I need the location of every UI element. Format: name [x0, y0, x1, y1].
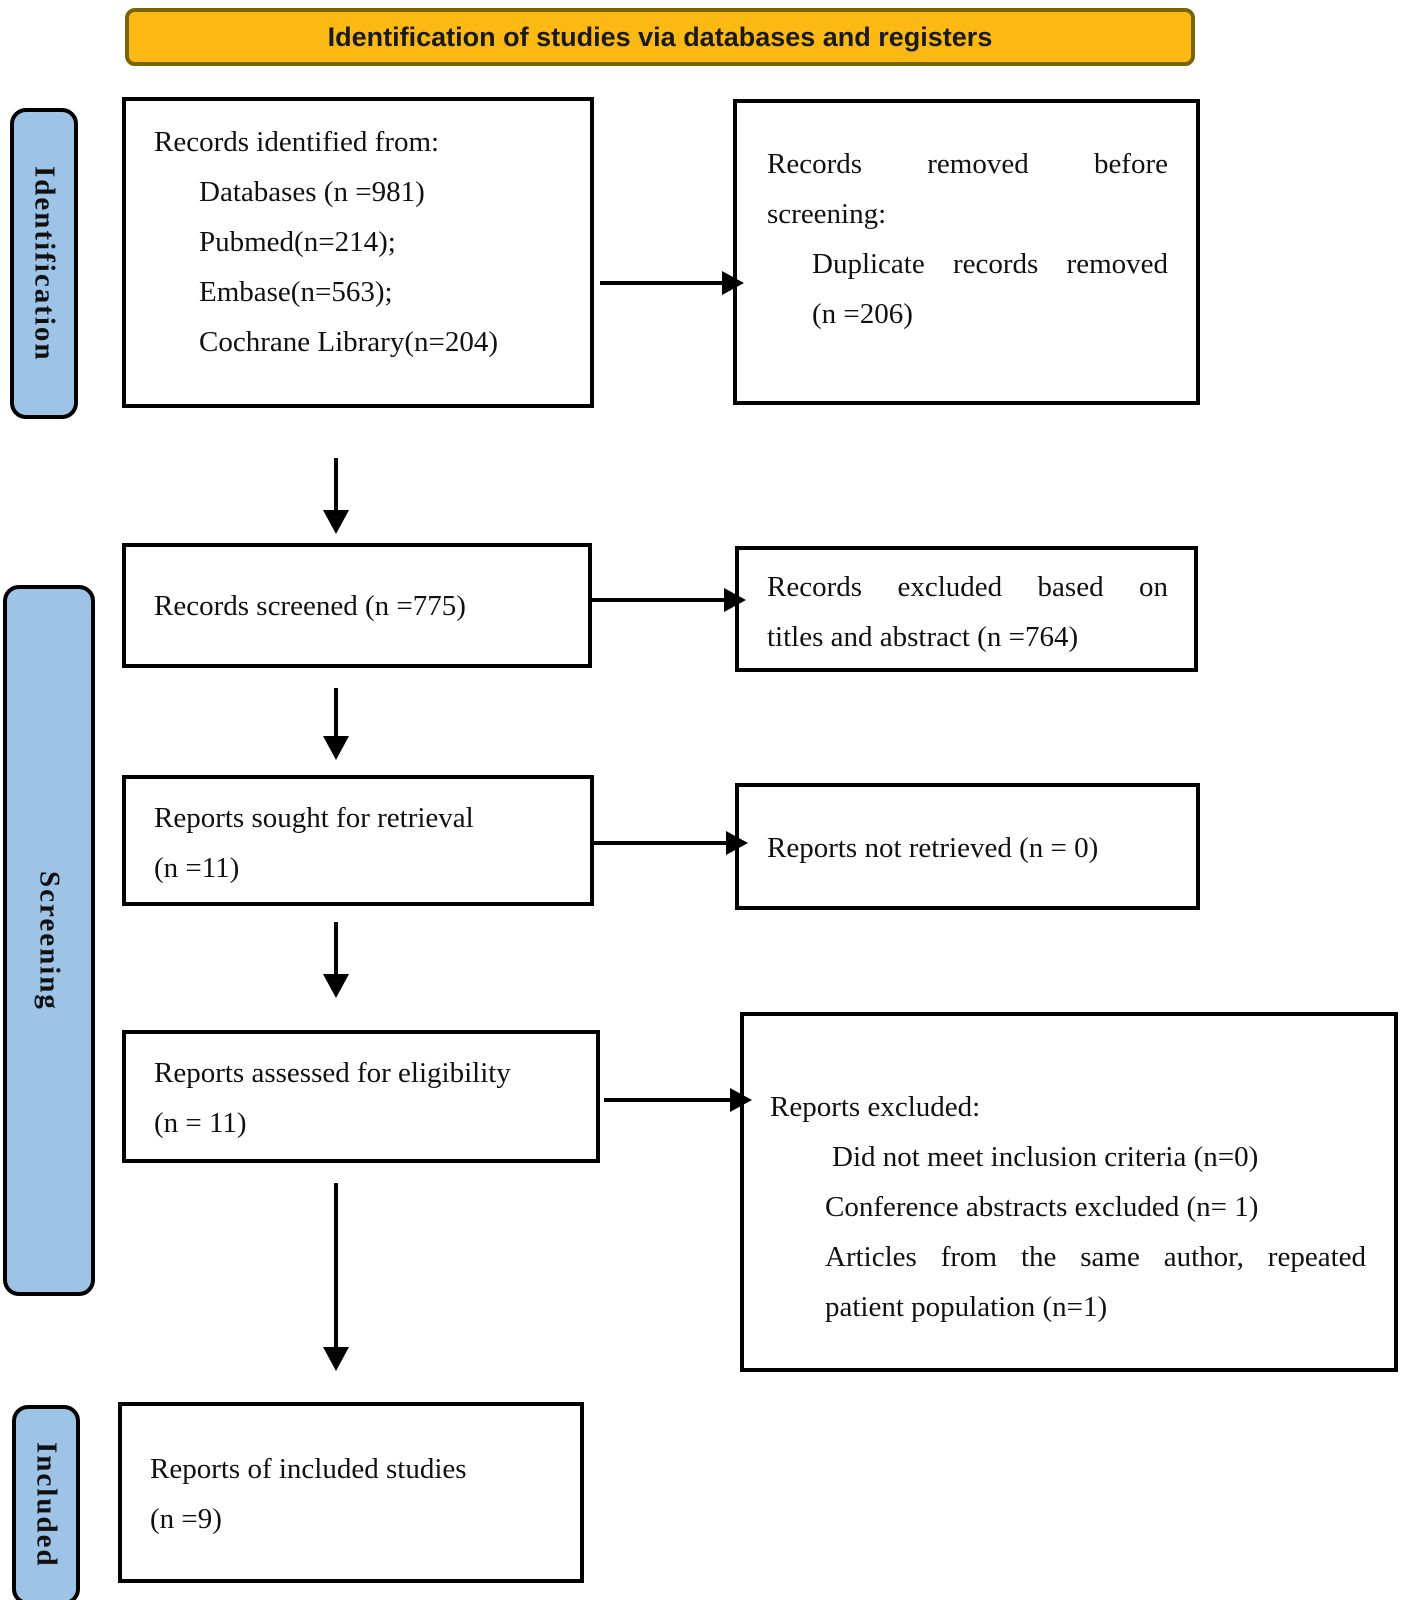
reports-not-retrieved-box: Reports not retrieved (n = 0) [735, 783, 1200, 910]
records-identified-line3: Pubmed(n=214); [199, 226, 396, 258]
arrow-right-1-head-icon [722, 271, 744, 295]
arrow-right-4-line [604, 1098, 732, 1102]
reports-excluded-line5: patient population (n=1) [825, 1291, 1108, 1323]
stage-label-identification: Identification [10, 108, 78, 419]
arrow-right-3-head-icon [726, 831, 748, 855]
stage-label-included-text: Included [30, 1442, 63, 1568]
reports-excluded-line4: Articles from the same author, repeated [825, 1241, 1366, 1273]
records-excluded-box: Records excluded based on titles and abs… [735, 546, 1198, 672]
arrow-right-2-head-icon [724, 588, 746, 612]
reports-included-line1: Reports of included studies [150, 1453, 467, 1485]
records-identified-line5: Cochrane Library(n=204) [199, 326, 498, 358]
arrow-down-3-head-icon [323, 974, 349, 998]
records-screened-box: Records screened (n =775) [122, 543, 592, 668]
records-identified-line2: Databases (n =981) [199, 176, 425, 208]
reports-sought-box: Reports sought for retrieval (n =11) [122, 775, 594, 906]
records-identified-line4: Embase(n=563); [199, 276, 393, 308]
reports-excluded-line2: Did not meet inclusion criteria (n=0) [832, 1141, 1259, 1173]
arrow-down-2-line [334, 688, 338, 738]
reports-excluded-line1: Reports excluded: [770, 1091, 981, 1123]
records-removed-line4: (n =206) [812, 298, 913, 330]
records-excluded-line2: titles and abstract (n =764) [767, 621, 1079, 653]
reports-assessed-box: Reports assessed for eligibility (n = 11… [122, 1030, 600, 1163]
reports-excluded-line3: Conference abstracts excluded (n= 1) [825, 1191, 1259, 1223]
records-removed-line3: Duplicate records removed [812, 248, 1168, 280]
reports-sought-line2: (n =11) [154, 852, 240, 884]
stage-label-screening: Screening [3, 585, 95, 1296]
records-removed-box: Records removed before screening: Duplic… [733, 99, 1200, 405]
records-identified-box: Records identified from: Databases (n =9… [122, 97, 594, 408]
arrow-down-4-head-icon [323, 1347, 349, 1371]
arrow-right-2-line [592, 598, 726, 602]
reports-not-retrieved-line1: Reports not retrieved (n = 0) [767, 832, 1099, 864]
arrow-down-2-head-icon [323, 736, 349, 760]
reports-included-box: Reports of included studies (n =9) [118, 1402, 584, 1583]
arrow-down-1-head-icon [323, 510, 349, 534]
arrow-down-1-line [334, 458, 338, 512]
reports-assessed-line2: (n = 11) [154, 1107, 247, 1139]
banner-title-text: Identification of studies via databases … [327, 21, 993, 52]
reports-included-line2: (n =9) [150, 1503, 222, 1535]
records-excluded-line1: Records excluded based on [767, 571, 1168, 603]
arrow-down-3-line [334, 922, 338, 976]
reports-sought-line1: Reports sought for retrieval [154, 802, 474, 834]
arrow-right-4-head-icon [730, 1088, 752, 1112]
stage-label-screening-text: Screening [33, 870, 66, 1011]
records-removed-line2: screening: [767, 198, 887, 230]
arrow-right-1-line [600, 281, 724, 285]
stage-label-identification-text: Identification [28, 165, 61, 362]
arrow-down-4-line [334, 1183, 338, 1349]
stage-label-included: Included [12, 1405, 80, 1600]
records-removed-line1: Records removed before [767, 148, 1168, 180]
reports-assessed-line1: Reports assessed for eligibility [154, 1057, 511, 1089]
records-screened-line1: Records screened (n =775) [154, 590, 466, 622]
banner-title: Identification of studies via databases … [125, 8, 1195, 66]
records-identified-line1: Records identified from: [154, 126, 440, 158]
reports-excluded-box: Reports excluded: Did not meet inclusion… [740, 1012, 1398, 1372]
arrow-right-3-line [594, 841, 728, 845]
